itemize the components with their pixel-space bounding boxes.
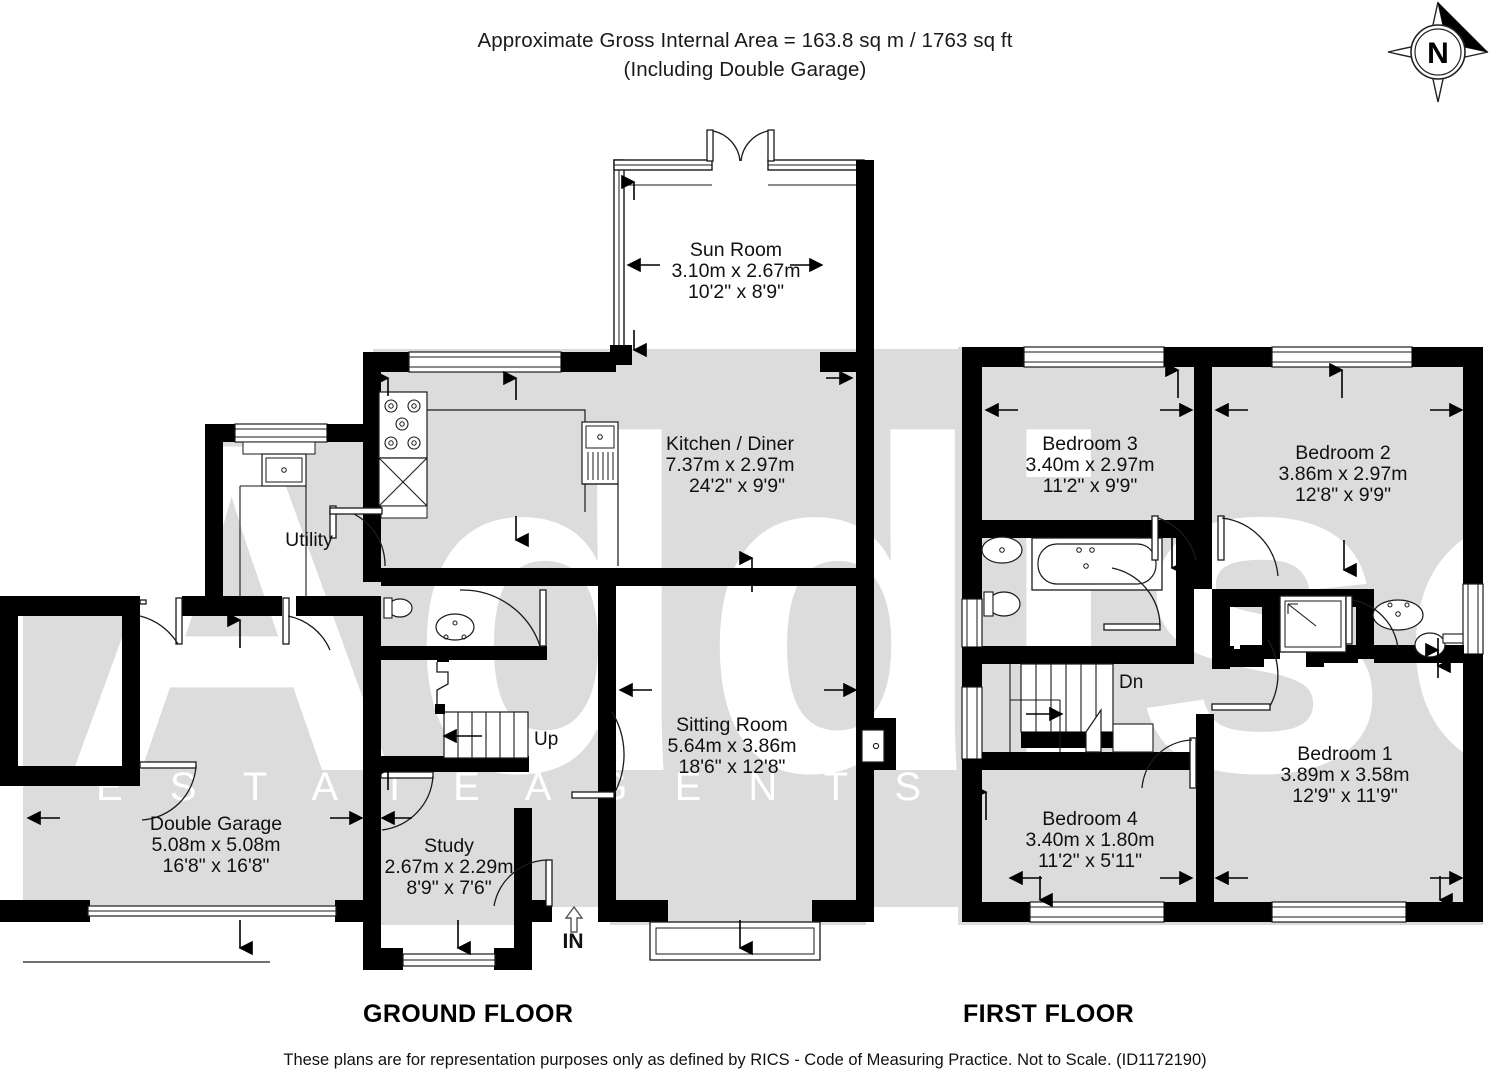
room-label-sitting-room: Sitting Room 5.64m x 3.86m 18'6" x 12'8" (668, 714, 797, 778)
room-label-bedroom-4: Bedroom 4 3.40m x 1.80m 11'2" x 5'11" (1026, 808, 1155, 872)
compass-rose: N (1387, 1, 1489, 103)
svg-text:10'2" x 8'9": 10'2" x 8'9" (688, 281, 784, 303)
svg-text:Double Garage: Double Garage (150, 813, 282, 835)
family-bathroom-fittings (981, 536, 1163, 617)
svg-text:E S T A T E A G E N T S: E S T A T E A G E N T S (96, 765, 939, 809)
svg-text:5.64m x 3.86m: 5.64m x 3.86m (668, 735, 797, 757)
svg-text:Bedroom 4: Bedroom 4 (1042, 808, 1138, 830)
svg-text:7.37m x 2.97m: 7.37m x 2.97m (666, 454, 795, 476)
svg-text:Bedroom 1: Bedroom 1 (1297, 743, 1392, 765)
ensuite-fittings (1279, 595, 1464, 658)
sun-room-structure (610, 129, 874, 372)
disclaimer-text: These plans are for representation purpo… (283, 1051, 1207, 1069)
stairs-up-label: Up (534, 729, 558, 750)
svg-text:3.89m x 3.58m: 3.89m x 3.58m (1281, 764, 1410, 786)
svg-text:24'2" x 9'9": 24'2" x 9'9" (689, 475, 785, 497)
entrance-arrow (564, 905, 584, 933)
svg-text:8'9" x 7'6": 8'9" x 7'6" (406, 877, 491, 899)
room-label-sun-room: Sun Room 3.10m x 2.67m 10'2" x 8'9" (672, 239, 801, 303)
compass-north-label: N (1427, 37, 1449, 70)
room-label-bedroom-2: Bedroom 2 3.86m x 2.97m 12'8" x 9'9" (1279, 442, 1408, 506)
gross-internal-area-line1: Approximate Gross Internal Area = 163.8 … (477, 29, 1013, 52)
svg-text:Sun Room: Sun Room (690, 239, 782, 261)
svg-text:18'6" x 12'8": 18'6" x 12'8" (679, 756, 786, 778)
room-label-utility: Utility (285, 529, 333, 551)
svg-text:12'8" x 9'9": 12'8" x 9'9" (1295, 484, 1391, 506)
room-label-study: Study 2.67m x 2.29m 8'9" x 7'6" (385, 835, 514, 899)
first-floor-doors (1103, 515, 1399, 789)
ground-floor-walls (0, 351, 896, 970)
svg-text:11'2" x 5'11": 11'2" x 5'11" (1038, 850, 1142, 872)
kitchen-fittings (378, 391, 619, 566)
wc-fittings (383, 597, 475, 641)
svg-text:Utility: Utility (285, 529, 333, 551)
entrance-label: IN (563, 930, 584, 953)
first-floor-dimension-arrows (973, 362, 1464, 908)
utility-fittings (239, 441, 316, 596)
svg-text:2.67m x 2.29m: 2.67m x 2.29m (385, 856, 514, 878)
room-label-double-garage: Double Garage 5.08m x 5.08m 16'8" x 16'8… (150, 813, 282, 877)
svg-text:Bedroom 3: Bedroom 3 (1042, 433, 1137, 455)
room-label-bedroom-1: Bedroom 1 3.89m x 3.58m 12'9" x 11'9" (1281, 743, 1410, 807)
ground-floor-room-labels: Sun Room 3.10m x 2.67m 10'2" x 8'9" Kitc… (150, 239, 801, 899)
svg-text:3.10m x 2.67m: 3.10m x 2.67m (672, 260, 801, 282)
room-label-kitchen-diner: Kitchen / Diner 7.37m x 2.97m 24'2" x 9'… (666, 433, 795, 497)
stairs-down-label: Dn (1119, 672, 1143, 693)
svg-text:Sitting Room: Sitting Room (676, 714, 788, 736)
svg-text:Kitchen / Diner: Kitchen / Diner (666, 433, 794, 455)
ground-floor-dimension-arrows (26, 370, 858, 956)
svg-text:Study: Study (424, 835, 474, 857)
svg-text:12'9" x 11'9": 12'9" x 11'9" (1292, 785, 1398, 807)
svg-text:16'8" x 16'8": 16'8" x 16'8" (163, 855, 270, 877)
svg-text:5.08m x 5.08m: 5.08m x 5.08m (152, 834, 281, 856)
svg-text:Bedroom 2: Bedroom 2 (1295, 442, 1390, 464)
sun-room-dimension-arrows (621, 174, 824, 358)
ground-floor-title: GROUND FLOOR (363, 1000, 574, 1028)
svg-text:3.40m x 2.97m: 3.40m x 2.97m (1026, 454, 1155, 476)
svg-text:11'2" x 9'9": 11'2" x 9'9" (1043, 475, 1138, 497)
room-label-bedroom-3: Bedroom 3 3.40m x 2.97m 11'2" x 9'9" (1026, 433, 1155, 497)
ground-floor-plan: Up (0, 129, 896, 970)
sitting-room-bay-window (649, 921, 821, 961)
first-floor-walls (961, 346, 1484, 923)
gross-internal-area-line2: (Including Double Garage) (623, 58, 867, 81)
first-floor-staircase: Dn (1009, 663, 1154, 753)
first-floor-title: FIRST FLOOR (963, 1000, 1135, 1028)
first-floor-room-labels: Bedroom 3 3.40m x 2.97m 11'2" x 9'9" Bed… (1026, 433, 1410, 872)
svg-text:3.86m x 2.97m: 3.86m x 2.97m (1279, 463, 1408, 485)
ground-floor-doors (139, 505, 625, 907)
first-floor-plan: Dn (961, 346, 1484, 923)
svg-text:3.40m x 1.80m: 3.40m x 1.80m (1026, 829, 1155, 851)
ground-floor-staircase: Up (435, 662, 558, 759)
